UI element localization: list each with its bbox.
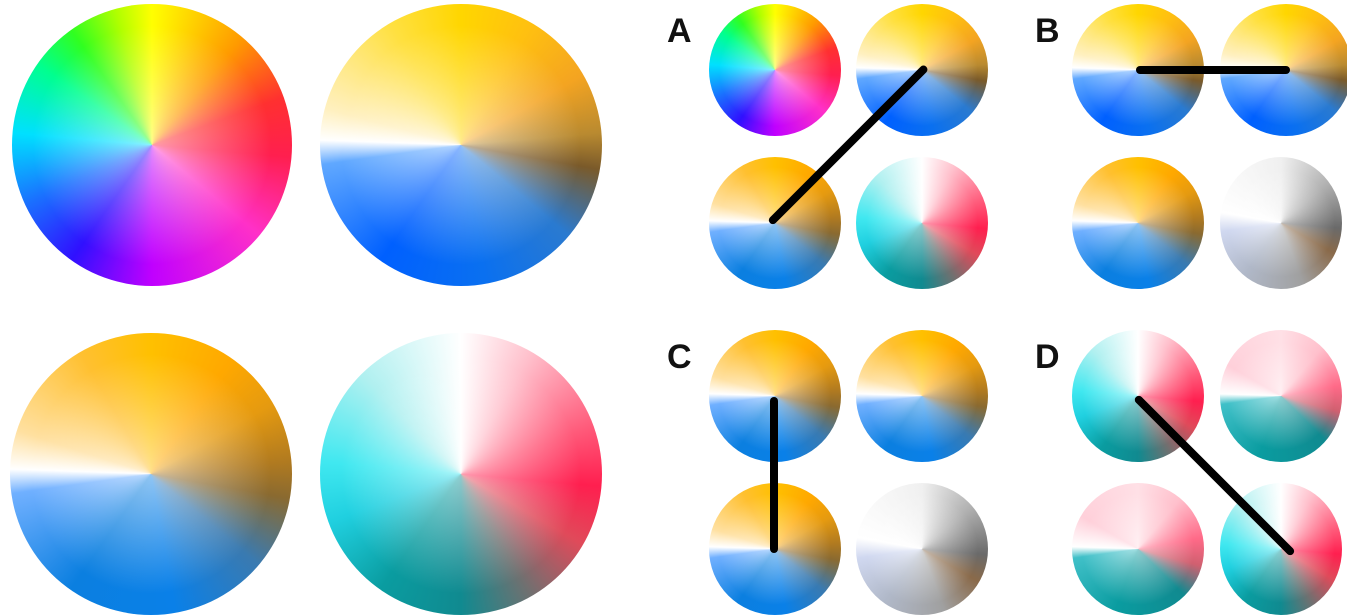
- hue-wheel-large: [12, 4, 292, 286]
- panel-c-amber-wheel-3: [709, 483, 841, 615]
- panel-b-label: B: [1035, 12, 1060, 50]
- orange-blue-wheel-large: [10, 333, 292, 615]
- panel-c-label: C: [667, 338, 692, 376]
- panel-b-amber-wheel: [1072, 157, 1204, 289]
- panel-a-hue-wheel: [709, 4, 841, 136]
- panel-b-gray-wheel: [1220, 157, 1342, 289]
- panel-d-label: D: [1035, 338, 1060, 376]
- teal-red-wheel-large: [320, 333, 602, 615]
- panel-b-connector-line: [1136, 66, 1290, 74]
- panel-c-connector-line: [770, 397, 778, 553]
- panel-c-amber-wheel-2: [856, 330, 988, 462]
- panel-a-label: A: [667, 12, 692, 50]
- panel-d-pink-wheel-2: [1072, 483, 1204, 615]
- panel-c-gray-wheel: [856, 483, 988, 615]
- panel-d-pink-wheel-1: [1220, 330, 1342, 462]
- panel-a-teal-wheel: [856, 157, 988, 289]
- yellow-blue-wheel-large: [320, 4, 602, 286]
